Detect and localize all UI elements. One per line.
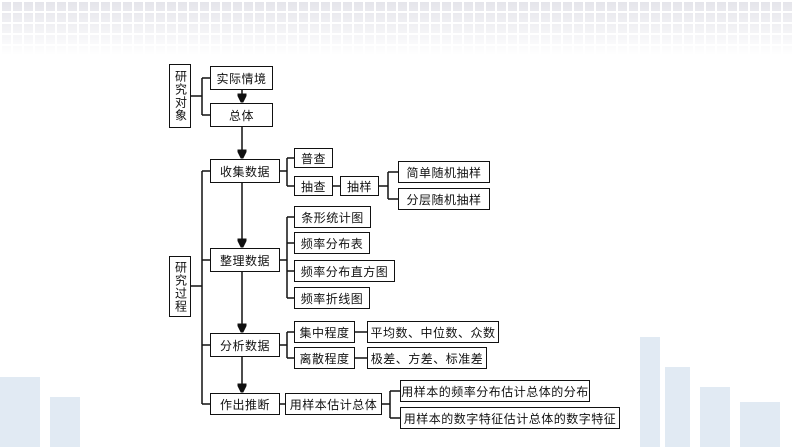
node-frequency-polygon: 频率折线图 (294, 287, 370, 309)
node-central-tendency: 集中程度 (294, 321, 355, 343)
background-building (700, 387, 730, 447)
node-collect-data: 收集数据 (210, 159, 280, 183)
node-census: 普查 (294, 148, 333, 168)
node-histogram: 频率分布直方图 (294, 260, 395, 282)
node-bar-chart: 条形统计图 (294, 206, 371, 228)
label-text: 研究对象 (173, 70, 188, 122)
research-object-label: 研究对象 (169, 64, 191, 128)
node-dispersion: 离散程度 (294, 347, 355, 369)
node-estimate-distribution: 用样本的频率分布估计总体的分布 (400, 380, 590, 402)
node-analyze-data: 分析数据 (210, 333, 280, 357)
node-simple-random: 简单随机抽样 (398, 161, 490, 183)
background-building (740, 402, 780, 447)
node-actual-situation: 实际情境 (210, 66, 273, 90)
node-central-measures: 平均数、中位数、众数 (367, 321, 499, 343)
background-building (665, 367, 690, 447)
background-building (0, 377, 40, 447)
node-frequency-table: 频率分布表 (294, 232, 370, 254)
node-estimate-features: 用样本的数字特征估计总体的数字特征 (400, 407, 620, 429)
background-building (50, 397, 80, 447)
node-population: 总体 (210, 103, 273, 127)
background-building (640, 337, 660, 447)
node-survey: 抽查 (294, 176, 333, 196)
node-sampling: 抽样 (340, 176, 379, 196)
node-dispersion-measures: 极差、方差、标准差 (367, 347, 487, 369)
research-process-label: 研究过程 (169, 256, 191, 317)
background-grid-pattern (0, 0, 794, 55)
node-organize-data: 整理数据 (210, 248, 280, 272)
node-make-inference: 作出推断 (210, 393, 280, 415)
node-sample-estimate: 用样本估计总体 (285, 393, 382, 415)
label-text: 研究过程 (173, 260, 188, 313)
node-stratified-random: 分层随机抽样 (398, 188, 490, 210)
